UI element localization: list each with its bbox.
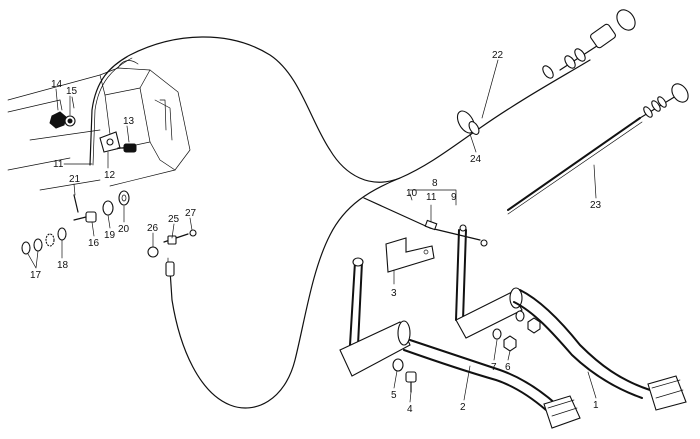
callout-9: 9 (451, 192, 457, 203)
screw-13 (117, 143, 137, 153)
nut-6 (503, 335, 517, 352)
callout-27: 27 (185, 208, 197, 219)
washers-17-18 (21, 227, 67, 255)
callout-20: 20 (118, 224, 130, 235)
callout-14: 14 (51, 79, 63, 90)
callout-19: 19 (104, 230, 116, 241)
callout-12: 12 (104, 170, 116, 181)
washer-20 (118, 190, 130, 206)
washer-5 (392, 358, 404, 372)
callout-3: 3 (391, 288, 397, 299)
callout-18: 18 (57, 260, 69, 271)
washer-7 (492, 328, 502, 340)
callout-labels: 14 15 13 11 12 21 22 24 23 8 10 11 9 25 … (30, 50, 602, 415)
pedal-2 (339, 257, 581, 429)
choke-cable-22 (89, 36, 591, 409)
callout-17: 17 (30, 270, 42, 281)
inner-cable-8 (363, 193, 488, 247)
callout-11b: 11 (426, 192, 437, 203)
callout-22: 22 (492, 50, 504, 61)
washer-19 (102, 200, 114, 216)
callout-11a: 11 (53, 159, 64, 170)
washer-26 (147, 246, 159, 258)
callout-15: 15 (66, 86, 78, 97)
callout-16: 16 (88, 238, 100, 249)
callout-26: 26 (147, 223, 159, 234)
bolt-4 (405, 371, 417, 393)
callout-13: 13 (123, 116, 135, 127)
cable-end-fitting (165, 261, 175, 277)
pin-21 (73, 194, 79, 213)
callout-25: 25 (168, 214, 180, 225)
engine-block-outline (7, 60, 191, 191)
callout-2: 2 (460, 402, 466, 413)
pedal-1 (455, 224, 687, 411)
trunnion-16 (73, 211, 97, 223)
cable-23 (507, 83, 689, 215)
grommet-24 (456, 110, 480, 135)
callout-7: 7 (491, 362, 497, 373)
nut-14 (49, 111, 67, 129)
callout-5: 5 (391, 390, 397, 401)
bracket-3 (385, 237, 435, 273)
clip-12 (99, 131, 121, 153)
callout-4: 4 (407, 404, 413, 415)
callout-21: 21 (69, 174, 81, 185)
callout-24: 24 (470, 154, 482, 165)
washer-15 (64, 115, 76, 127)
callout-6: 6 (505, 362, 511, 373)
choke-knob (542, 9, 636, 79)
callout-23: 23 (590, 200, 602, 211)
callout-10: 10 (406, 188, 418, 199)
leader-lines (27, 59, 597, 403)
pin-25-27 (163, 229, 197, 245)
callout-8: 8 (432, 178, 438, 189)
nuts-extra (515, 310, 541, 334)
callout-1: 1 (593, 400, 599, 411)
